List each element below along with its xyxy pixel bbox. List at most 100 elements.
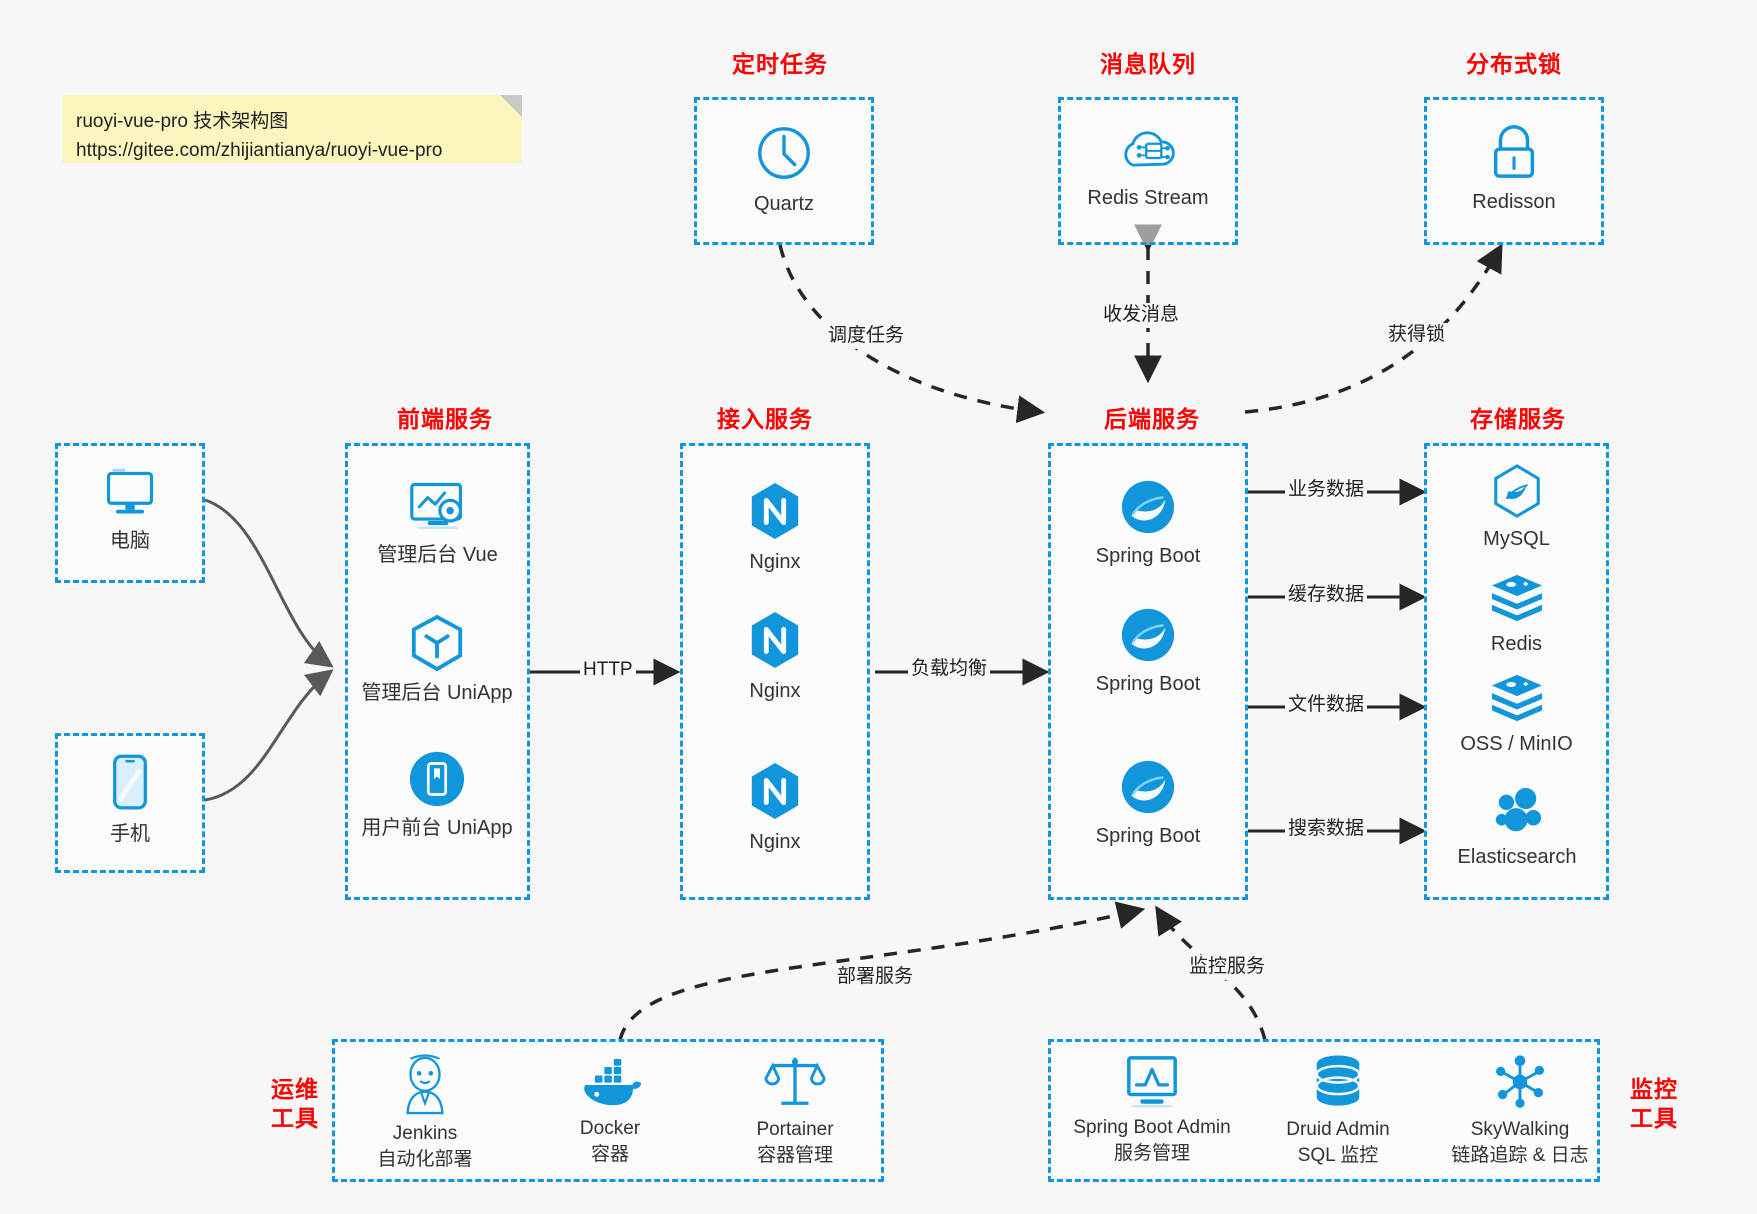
- node-portainer[interactable]: Portainer 容器管理: [725, 1053, 865, 1168]
- edge-label-load-balance: 负载均衡: [908, 657, 991, 682]
- node-user-uniapp[interactable]: 用户前台 UniApp: [348, 750, 526, 841]
- devops-title-line2: 工具: [271, 1104, 319, 1131]
- node-quartz[interactable]: Quartz: [714, 122, 854, 217]
- node-label: Druid Admin: [1286, 1119, 1390, 1140]
- node-spring-boot-3[interactable]: Spring Boot: [1063, 758, 1233, 849]
- group-title-monitor-tools: 监控 工具: [1614, 1075, 1694, 1133]
- group-title-distributed-lock: 分布式锁: [1466, 51, 1562, 77]
- edge-label-schedule-task: 调度任务: [825, 324, 908, 349]
- edge-label-send-receive-msg: 收发消息: [1100, 303, 1183, 328]
- jenkins-butler-icon: [394, 1053, 456, 1115]
- node-elasticsearch[interactable]: Elasticsearch: [1431, 785, 1603, 870]
- cube-icon: [408, 613, 466, 673]
- group-title-devops-tools: 运维 工具: [256, 1075, 334, 1133]
- edge-label-http: HTTP: [580, 658, 636, 683]
- node-sublabel: 容器: [590, 1143, 629, 1165]
- note-line-title: ruoyi-vue-pro 技术架构图: [76, 111, 289, 132]
- group-devops-tools: [332, 1039, 884, 1182]
- spring-boot-icon: [1119, 758, 1177, 816]
- edge-label-search-data: 搜索数据: [1285, 817, 1368, 842]
- node-label: 用户前台 UniApp: [361, 817, 513, 839]
- node-skywalking[interactable]: SkyWalking 链路追踪 & 日志: [1440, 1053, 1600, 1168]
- node-sublabel: 容器管理: [756, 1144, 833, 1166]
- node-jenkins[interactable]: Jenkins 自动化部署: [360, 1053, 490, 1172]
- group-title-storage-service: 存储服务: [1470, 406, 1566, 432]
- node-label: Portainer: [756, 1119, 834, 1140]
- group-title-scheduled-task: 定时任务: [732, 51, 828, 77]
- note-fold-corner: [500, 95, 522, 117]
- edge-label-acquire-lock: 获得锁: [1385, 323, 1449, 348]
- group-message-queue: [1058, 97, 1238, 245]
- node-label: Redis: [1490, 633, 1543, 655]
- monitor-title-line2: 工具: [1630, 1104, 1678, 1131]
- node-label: 手机: [110, 823, 150, 845]
- node-admin-uniapp[interactable]: 管理后台 UniApp: [348, 613, 526, 706]
- nginx-icon: [747, 609, 803, 671]
- group-title-backend-service: 后端服务: [1104, 406, 1200, 432]
- app-circle-icon: [408, 750, 466, 808]
- edge-label-cache-data: 缓存数据: [1285, 583, 1368, 608]
- scales-icon: [764, 1053, 826, 1111]
- clock-icon: [753, 122, 815, 184]
- edge-label-business-data: 业务数据: [1285, 478, 1368, 503]
- node-label: 管理后台 Vue: [377, 544, 498, 566]
- node-nginx-2[interactable]: Nginx: [700, 609, 850, 704]
- node-mysql[interactable]: MySQL: [1439, 463, 1594, 552]
- node-label: Spring Boot: [1095, 545, 1201, 567]
- node-sublabel: 服务管理: [1113, 1142, 1190, 1164]
- edge-label-monitor-service: 监控服务: [1186, 955, 1269, 980]
- node-oss-minio[interactable]: OSS / MinIO: [1439, 672, 1594, 757]
- elasticsearch-icon: [1489, 785, 1545, 837]
- node-sublabel: SQL 监控: [1297, 1144, 1379, 1166]
- note-line-url: https://gitee.com/zhijiantianya/ruoyi-vu…: [76, 140, 443, 162]
- node-label: Jenkins: [392, 1123, 458, 1144]
- node-label: OSS / MinIO: [1460, 733, 1573, 755]
- node-label: 电脑: [110, 530, 150, 552]
- spring-boot-icon: [1119, 478, 1177, 536]
- spring-boot-icon: [1119, 606, 1177, 664]
- mysql-dolphin-icon: [1489, 463, 1545, 519]
- group-scheduled-task: [694, 97, 874, 245]
- node-label: Elasticsearch: [1457, 846, 1577, 868]
- node-label: Spring Boot: [1095, 825, 1201, 847]
- edge-label-deploy-service: 部署服务: [834, 965, 917, 990]
- node-nginx-3[interactable]: Nginx: [700, 760, 850, 855]
- node-redisson[interactable]: Redisson: [1444, 120, 1584, 215]
- node-redis[interactable]: Redis: [1439, 572, 1594, 657]
- nginx-icon: [747, 480, 803, 542]
- node-spring-boot-1[interactable]: Spring Boot: [1063, 478, 1233, 569]
- node-network-icon: [1491, 1053, 1549, 1111]
- group-title-gateway-service: 接入服务: [717, 406, 813, 432]
- node-spring-boot-2[interactable]: Spring Boot: [1063, 606, 1233, 697]
- edge-label-file-data: 文件数据: [1285, 693, 1368, 718]
- node-label: SkyWalking: [1470, 1119, 1570, 1140]
- desktop-icon: [100, 465, 160, 521]
- node-druid-admin[interactable]: Druid Admin SQL 监控: [1268, 1053, 1408, 1168]
- monitor-chart-icon: [1122, 1053, 1182, 1109]
- redis-stack-icon: [1488, 672, 1546, 724]
- node-label: Nginx: [749, 680, 801, 702]
- node-label: 管理后台 UniApp: [361, 682, 513, 704]
- node-redis-stream[interactable]: Redis Stream: [1078, 122, 1218, 211]
- node-label: MySQL: [1483, 528, 1550, 550]
- node-sublabel: 链路追踪 & 日志: [1451, 1144, 1589, 1166]
- devops-title-line1: 运维: [271, 1076, 319, 1102]
- node-label: Nginx: [749, 551, 801, 573]
- node-label: Nginx: [749, 831, 801, 853]
- redis-stack-icon: [1488, 572, 1546, 624]
- docker-whale-icon: [578, 1058, 642, 1110]
- node-label: Spring Boot Admin: [1073, 1117, 1231, 1138]
- node-label: Spring Boot: [1095, 673, 1201, 695]
- diagram-note: ruoyi-vue-pro 技术架构图 https://gitee.com/zh…: [62, 95, 522, 163]
- node-nginx-1[interactable]: Nginx: [700, 480, 850, 575]
- node-label: Quartz: [753, 193, 815, 215]
- node-label: Docker: [579, 1118, 641, 1139]
- node-label: Redis Stream: [1087, 187, 1209, 209]
- node-spring-boot-admin[interactable]: Spring Boot Admin 服务管理: [1062, 1053, 1242, 1166]
- group-gateway-service: [680, 443, 870, 900]
- node-admin-vue[interactable]: 管理后台 Vue: [355, 477, 520, 568]
- nginx-icon: [747, 760, 803, 822]
- node-docker[interactable]: Docker 容器: [545, 1058, 675, 1167]
- node-mobile[interactable]: 手机: [70, 752, 190, 847]
- node-pc[interactable]: 电脑: [70, 465, 190, 554]
